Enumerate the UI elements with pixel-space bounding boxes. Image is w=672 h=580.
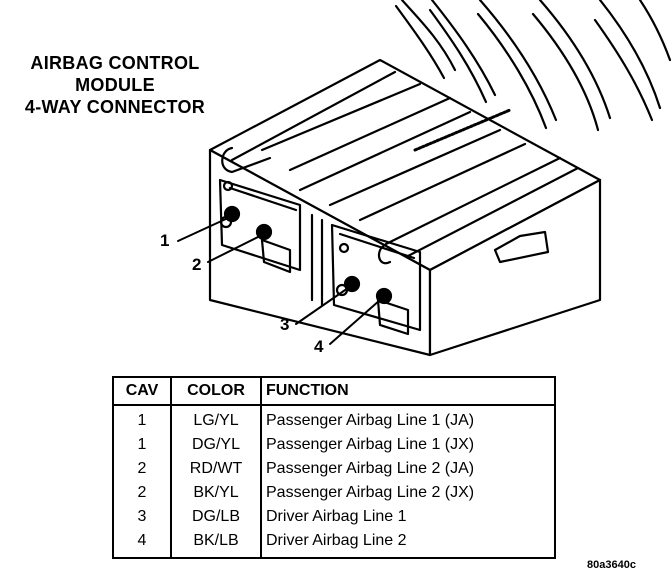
- cell-function: Driver Airbag Line 1: [260, 505, 556, 529]
- cell-function: Passenger Airbag Line 2 (JX): [260, 481, 556, 505]
- title-line-1: AIRBAG CONTROL: [30, 53, 200, 73]
- cell-cav: 1: [112, 405, 172, 433]
- table-row: 2 RD/WT Passenger Airbag Line 2 (JA): [112, 457, 556, 481]
- cell-color: BK/YL: [170, 481, 262, 505]
- cell-color: BK/LB: [170, 529, 262, 558]
- table-row: 4 BK/LB Driver Airbag Line 2: [112, 529, 556, 558]
- cell-cav: 2: [112, 457, 172, 481]
- wire-bundle: [394, 0, 672, 132]
- callout-2: 2: [192, 255, 202, 274]
- title-line-3: 4-WAY CONNECTOR: [24, 97, 206, 117]
- title-line-2: MODULE: [75, 75, 155, 95]
- connector-housing: [208, 58, 602, 357]
- cell-function: Passenger Airbag Line 1 (JA): [260, 405, 556, 433]
- callout-1: 1: [160, 231, 170, 250]
- cell-function: Passenger Airbag Line 1 (JX): [260, 433, 556, 457]
- callout-leaders: [177, 217, 381, 345]
- table-row: 1 DG/YL Passenger Airbag Line 1 (JX): [112, 433, 556, 457]
- callout-4: 4: [314, 337, 324, 356]
- callout-3: 3: [280, 315, 290, 334]
- header-function: FUNCTION: [260, 376, 556, 406]
- connector-illustration: [177, 0, 672, 357]
- header-color: COLOR: [170, 376, 262, 406]
- pinout-header-row: CAV COLOR FUNCTION: [112, 376, 556, 406]
- pinout-table: CAV COLOR FUNCTION 1 LG/YL Passenger Air…: [112, 376, 556, 559]
- cell-cav: 2: [112, 481, 172, 505]
- cell-function: Driver Airbag Line 2: [260, 529, 556, 558]
- cell-color: DG/LB: [170, 505, 262, 529]
- connector-title: AIRBAG CONTROL MODULE 4-WAY CONNECTOR: [0, 52, 230, 118]
- table-row: 2 BK/YL Passenger Airbag Line 2 (JX): [112, 481, 556, 505]
- header-cav: CAV: [112, 376, 172, 406]
- cell-color: RD/WT: [170, 457, 262, 481]
- figure-code: 80a3640c: [587, 559, 636, 571]
- cell-cav: 3: [112, 505, 172, 529]
- cell-function: Passenger Airbag Line 2 (JA): [260, 457, 556, 481]
- cell-cav: 4: [112, 529, 172, 558]
- cell-cav: 1: [112, 433, 172, 457]
- table-row: 3 DG/LB Driver Airbag Line 1: [112, 505, 556, 529]
- table-row: 1 LG/YL Passenger Airbag Line 1 (JA): [112, 405, 556, 433]
- cell-color: DG/YL: [170, 433, 262, 457]
- cell-color: LG/YL: [170, 405, 262, 433]
